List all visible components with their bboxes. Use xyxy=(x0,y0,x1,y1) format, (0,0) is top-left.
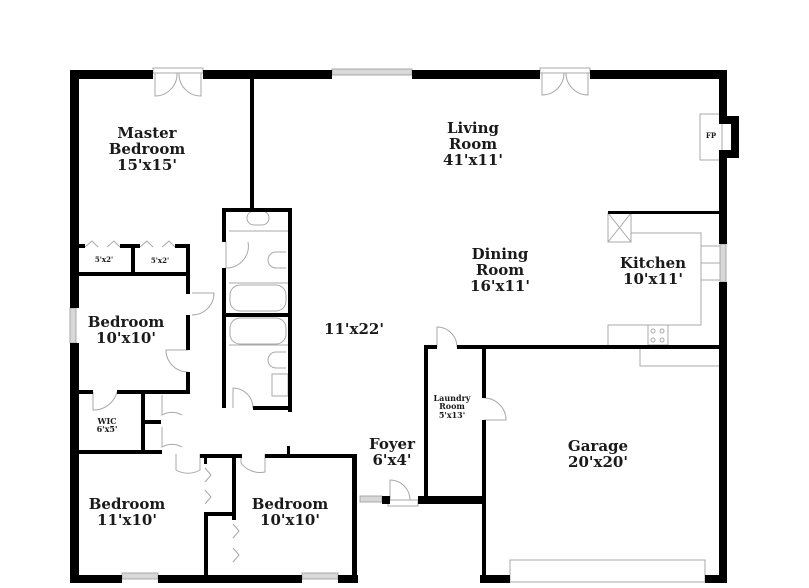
room-label-master-bedroom: Master Bedroom 15'x15' xyxy=(108,124,186,174)
door-wic xyxy=(92,391,118,411)
double-door-master xyxy=(152,67,204,97)
room-label-garage: Garage 20'x20' xyxy=(567,437,629,471)
room-size: 5'x13' xyxy=(438,409,466,420)
room-size: 11'x22' xyxy=(324,320,384,338)
room-label-bedroom-2: Bedroom 10'x10' xyxy=(87,313,165,347)
room-label-kitchen: Kitchen 10'x11' xyxy=(619,254,687,288)
bifold-closet-master-1 xyxy=(84,240,121,248)
garage-storage xyxy=(639,347,721,367)
door-closet-a xyxy=(161,395,183,416)
room-name: Bedroom xyxy=(108,139,186,158)
window-living-top xyxy=(331,68,413,76)
kitchen-counter xyxy=(607,232,702,345)
door-bedroom4 xyxy=(240,454,266,473)
room-label-dining-room: Dining Room 16'x11' xyxy=(470,245,530,295)
room-size: 10'x11' xyxy=(623,269,683,288)
walls xyxy=(70,70,739,583)
bifold-closet-master-2 xyxy=(139,240,176,248)
room-size: 6'x5' xyxy=(96,424,118,435)
door-bedroom2-hall xyxy=(191,292,215,316)
bifold-bed4 xyxy=(232,523,240,563)
fireplace-label: FP xyxy=(705,131,717,140)
door-laundry-top xyxy=(436,326,458,348)
stove xyxy=(647,324,669,346)
room-label-bedroom-4: Bedroom 10'x10' xyxy=(251,495,329,529)
room-name: Garage xyxy=(567,437,629,455)
window-foyer xyxy=(359,495,383,503)
room-name: Dining xyxy=(471,245,529,263)
room-label-bedroom-3: Bedroom 11'x10' xyxy=(88,495,166,529)
room-size: 41'x11' xyxy=(443,150,503,169)
room-name: Master xyxy=(117,124,177,142)
bifold-bed3 xyxy=(204,467,212,505)
room-size: 16'x11' xyxy=(470,276,530,295)
room-label-wic: WIC 6'x5' xyxy=(97,417,118,434)
room-name: Bedroom xyxy=(251,495,329,513)
room-name: Bedroom xyxy=(87,313,165,331)
room-name: Bedroom xyxy=(88,495,166,513)
door-laundry-garage xyxy=(483,397,507,421)
room-size: 10'x10' xyxy=(260,510,320,529)
room-size: 6'x4' xyxy=(372,450,412,469)
door-bedroom2 xyxy=(165,349,189,373)
room-name: WIC xyxy=(97,416,117,426)
room-label-closet-1: 5'x2' xyxy=(94,255,114,264)
room-label-laundry-room: Laundry Room 5'x13' xyxy=(433,393,471,420)
room-label-hall: 11'x22' xyxy=(324,320,384,338)
room-name: Laundry xyxy=(433,393,471,403)
bathroom-fixtures xyxy=(225,210,289,409)
room-name: Room xyxy=(439,401,465,412)
room-size: 5'x2' xyxy=(94,255,114,264)
fireplace-text: FP xyxy=(705,131,717,140)
room-size: 5'x2' xyxy=(150,256,170,265)
room-name: Foyer xyxy=(369,435,415,453)
room-size: 11'x10' xyxy=(97,510,157,529)
room-name: Living xyxy=(446,119,500,137)
front-door xyxy=(389,479,411,501)
kitchen-window xyxy=(719,243,727,283)
window-bedroom2 xyxy=(69,307,77,344)
room-size: 20'x20' xyxy=(568,452,628,471)
room-name: Room xyxy=(448,134,498,153)
window-bedroom4 xyxy=(301,572,339,580)
room-label-closet-2: 5'x2' xyxy=(150,256,170,265)
room-name: Kitchen xyxy=(619,254,687,272)
door-bedroom3 xyxy=(175,454,201,474)
double-door-living xyxy=(539,67,591,96)
room-label-living-room: Living Room 41'x11' xyxy=(443,119,503,169)
room-name: Room xyxy=(475,260,525,279)
door-closet-b xyxy=(161,427,183,448)
fireplace xyxy=(699,113,723,161)
window-bedroom3 xyxy=(121,572,159,580)
room-size: 15'x15' xyxy=(117,155,177,174)
room-label-foyer: Foyer 6'x4' xyxy=(369,435,415,469)
garage-door xyxy=(509,559,706,583)
room-size: 10'x10' xyxy=(96,328,156,347)
